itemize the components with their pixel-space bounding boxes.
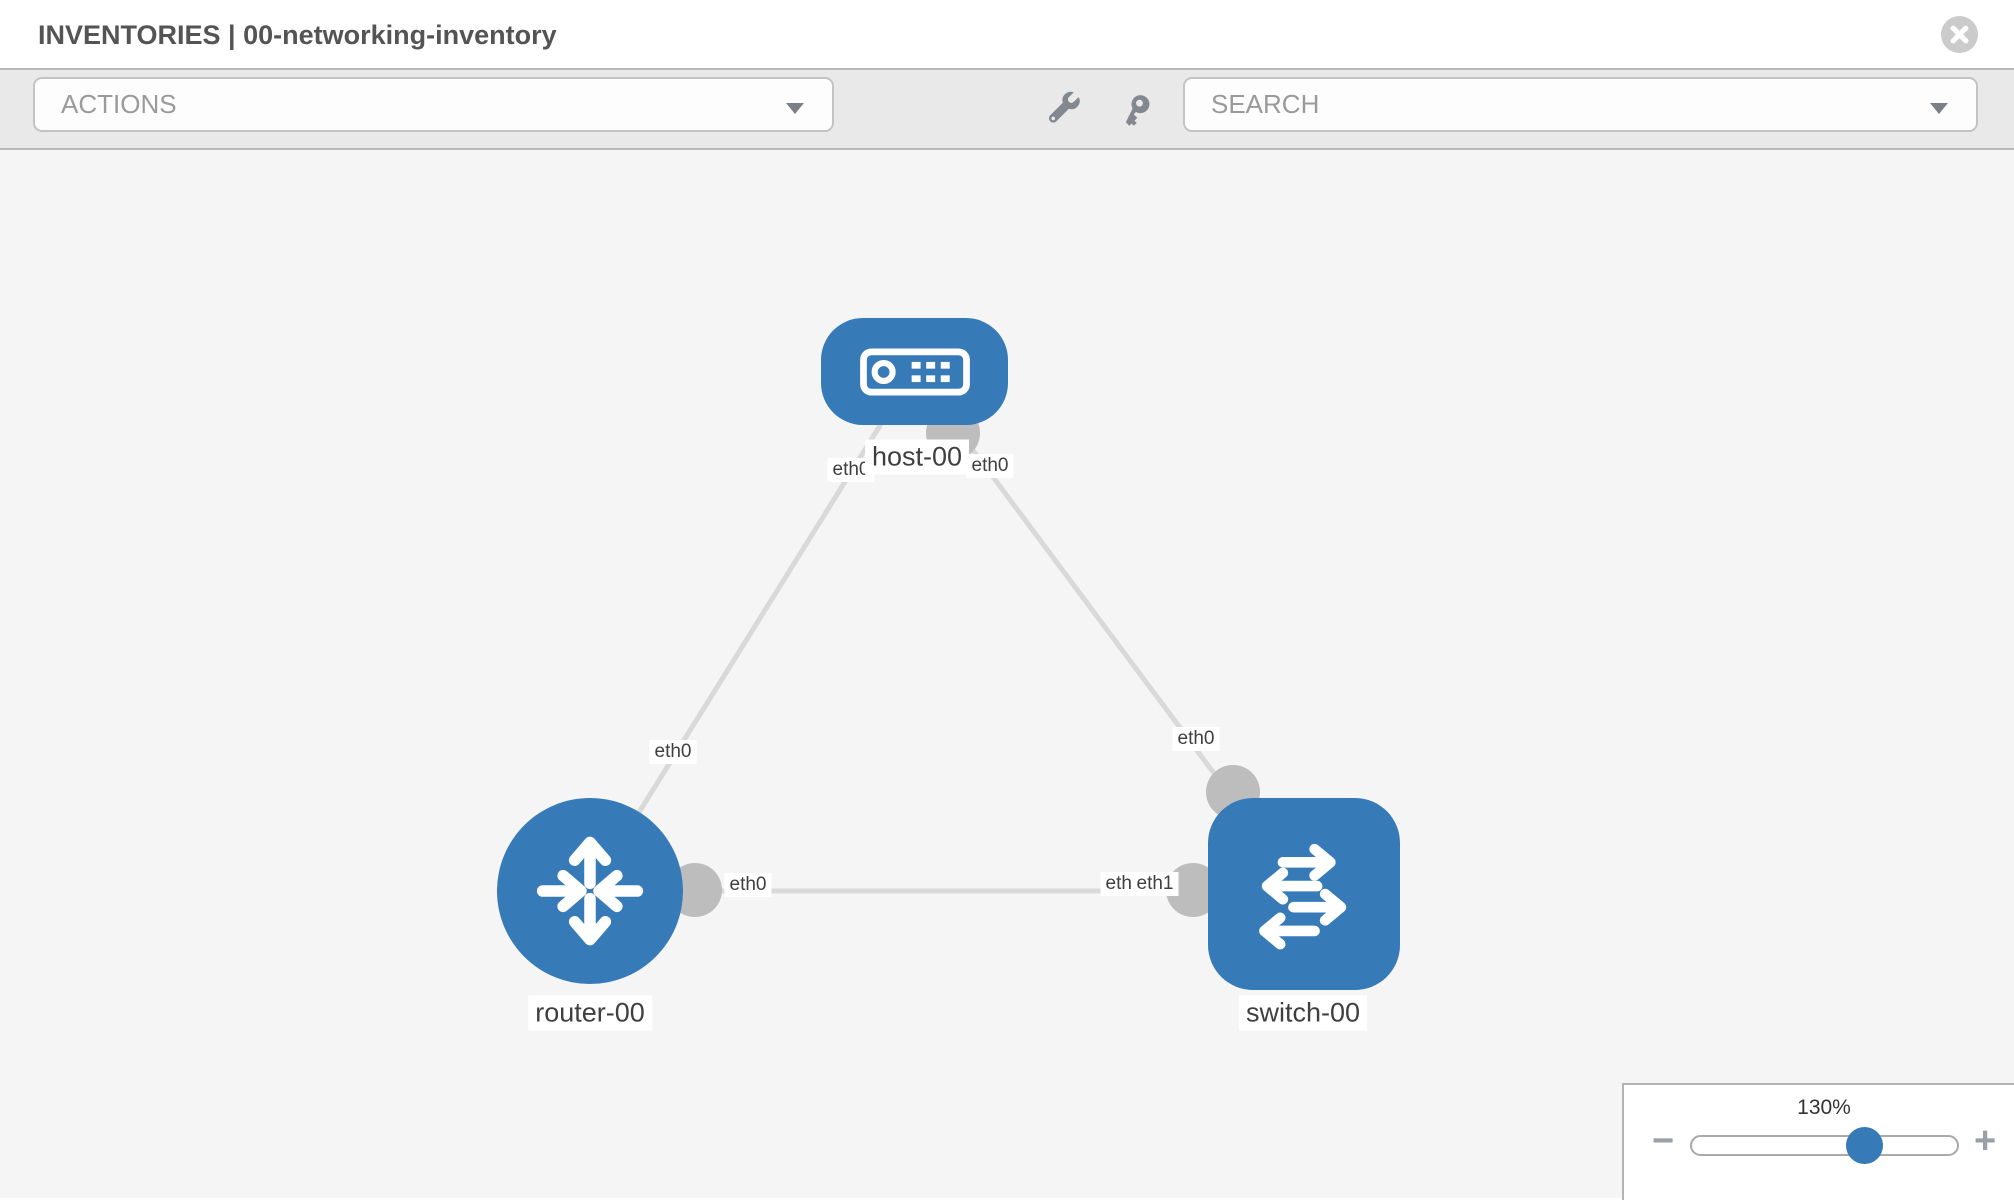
actions-dropdown[interactable]: ACTIONS [33, 77, 834, 132]
node-host-00[interactable] [821, 318, 1008, 425]
zoom-percent-label: 130% [1797, 1096, 1851, 1119]
node-label-switch-00: switch-00 [1238, 995, 1368, 1031]
close-button[interactable] [1941, 16, 1978, 53]
interface-label: eth1 [1131, 872, 1179, 896]
switch-arrows-icon [1259, 843, 1347, 950]
server-icon [859, 347, 970, 396]
interface-label: eth0 [724, 873, 772, 897]
topology-canvas[interactable]: eth0 eth0 eth0 eth0 eth0 eth0 eth1 host-… [0, 150, 2014, 1200]
links-layer [587, 369, 1307, 896]
node-switch-00[interactable] [1208, 798, 1400, 990]
interface-label: eth0 [1172, 727, 1220, 751]
header-bar: INVENTORIES | 00-networking-inventory [0, 0, 2014, 70]
zoom-slider-handle[interactable] [1846, 1127, 1883, 1164]
router-arrows-icon [536, 836, 644, 946]
search-dropdown[interactable]: SEARCH [1183, 77, 1978, 132]
link-host-router [587, 369, 917, 893]
zoom-panel: 130% − + [1622, 1083, 2014, 1200]
zoom-slider-track[interactable] [1690, 1135, 1959, 1156]
toolbar: ACTIONS SEARCH [0, 70, 2014, 150]
chevron-down-icon [1930, 103, 1948, 114]
page-title: INVENTORIES | 00-networking-inventory [38, 20, 557, 50]
node-label-router-00: router-00 [528, 995, 652, 1031]
node-label-host-00: host-00 [864, 439, 970, 475]
chevron-down-icon [786, 103, 804, 114]
node-router-00[interactable] [497, 798, 683, 984]
close-icon [1950, 25, 1969, 44]
interface-label: eth0 [966, 454, 1014, 478]
actions-dropdown-label: ACTIONS [61, 89, 177, 119]
interface-label: eth0 [649, 740, 697, 764]
key-icon[interactable] [1114, 90, 1154, 130]
search-placeholder: SEARCH [1211, 89, 1320, 119]
zoom-out-button[interactable]: − [1652, 1120, 1675, 1162]
wrench-icon[interactable] [1045, 90, 1085, 130]
zoom-in-button[interactable]: + [1974, 1120, 1997, 1162]
